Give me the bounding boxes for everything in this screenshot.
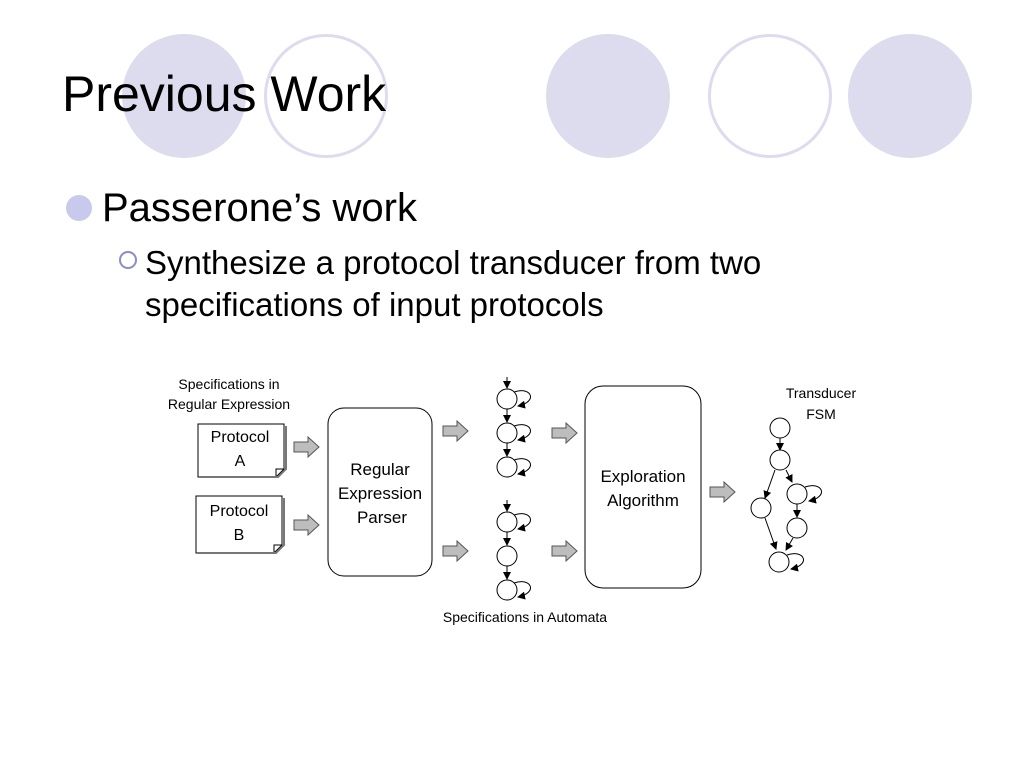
protocol-b-line2: B [234,527,245,544]
transducer-label-line1: Transducer [786,385,857,401]
protocol-a-line2: A [235,453,246,470]
decor-ring [708,34,832,158]
bullet-level1: Passerone’s work [102,186,417,230]
bullet-ring-icon [119,251,137,269]
slide-title: Previous Work [62,66,387,122]
parser-line1: Regular [350,460,410,479]
decor-ring [264,34,388,158]
arrow-parser-to-automaton-top [442,419,469,443]
parser-line2: Expression [338,484,422,503]
protocol-a-line1: Protocol [211,429,270,446]
decor-circle [546,34,670,158]
protocol-b-note: Protocol B [195,495,285,554]
arrow-automaton-top-to-exploration [551,421,578,445]
arrow-automaton-bottom-to-exploration [551,539,578,563]
bullet-level2: Synthesize a protocol transducer from tw… [145,244,762,323]
arrow-parser-to-automaton-bottom [442,539,469,563]
protocol-b-line1: Protocol [210,503,269,520]
arrow-b-to-parser [293,513,320,537]
spec-automata-label: Specifications in Automata [443,609,607,625]
exploration-line2: Algorithm [607,491,679,510]
transducer-fsm [750,417,822,573]
parser-line3: Parser [357,508,407,527]
exploration-box [584,385,702,589]
decor-circle [122,34,246,158]
automaton-top [496,377,531,478]
automaton-bottom [496,500,531,601]
transducer-label-line2: FSM [806,406,836,422]
parser-box [327,407,433,577]
spec-regex-label-line1: Specifications in [178,376,279,392]
arrow-exploration-to-transducer [709,480,736,504]
decor-circle [848,34,972,158]
arrow-a-to-parser [293,435,320,459]
exploration-line1: Exploration [600,467,685,486]
spec-regex-label-line2: Regular Expression [168,396,290,412]
protocol-a-note: Protocol A [197,423,287,478]
bullet-dot-icon [66,195,92,221]
